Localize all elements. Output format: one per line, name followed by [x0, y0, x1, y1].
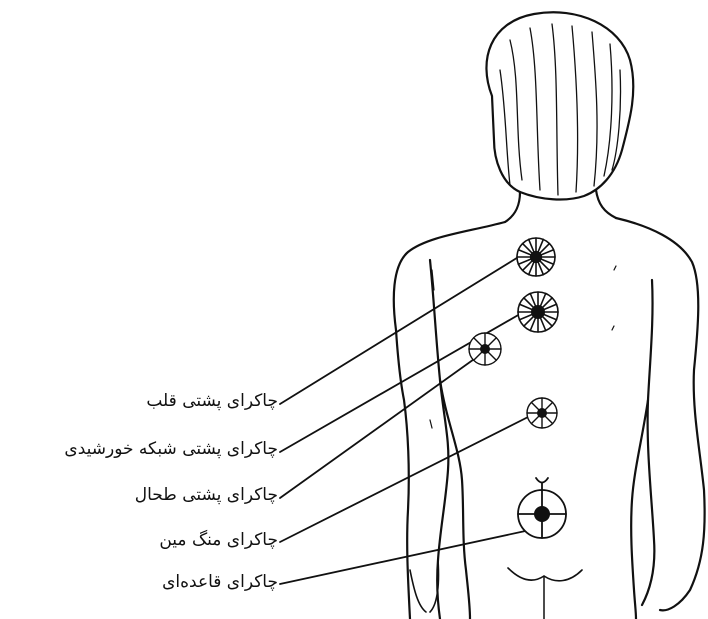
- chakra-back-heart: [517, 238, 555, 276]
- torso-right-side: [631, 400, 648, 619]
- label-basic-chakra: چاکرای قاعده‌ای: [162, 572, 278, 592]
- chakra-back-spleen: [469, 333, 501, 365]
- label-back-spleen-chakra: چاکرای پشتی طحال: [135, 485, 278, 505]
- right-arm-inner: [642, 280, 654, 605]
- chakra-meng-mein: [527, 398, 557, 428]
- chakra-back-solar-plexus: [518, 292, 558, 332]
- chakra-basic: [518, 478, 566, 538]
- right-shoulder-arm: [616, 218, 705, 610]
- label-back-heart-chakra: چاکرای پشتی قلب: [146, 391, 278, 411]
- left-arm-inner: [430, 260, 448, 619]
- buttocks-line: [508, 568, 582, 581]
- label-back-solar-plexus-chakra: چاکرای پشتی شبکه خورشیدی: [64, 439, 278, 459]
- skin-marks: [430, 266, 616, 428]
- label-meng-mein-chakra: چاکرای منگ مین: [159, 530, 278, 550]
- leader-line-spleen: [280, 352, 484, 498]
- left-hand: [410, 560, 439, 612]
- basic-chakra-mark: [536, 478, 548, 490]
- hair-strands: [500, 24, 621, 195]
- leader-line-basic: [280, 530, 530, 584]
- neck: [505, 190, 616, 222]
